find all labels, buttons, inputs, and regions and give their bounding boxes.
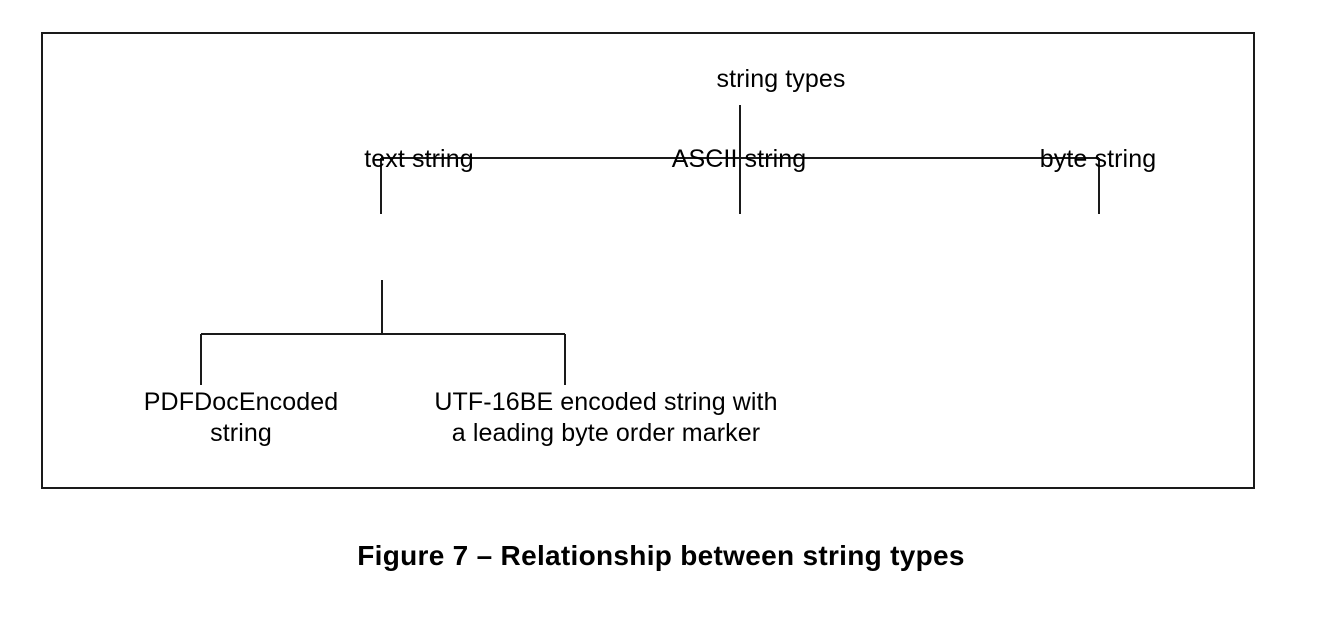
node-string-types: string types [716, 65, 846, 93]
node-utf16be-encoded-string: UTF-16BE encoded string with a leading b… [434, 388, 778, 447]
node-pdfdocencoded-string: PDFDocEncoded string [143, 388, 339, 447]
figure-caption: Figure 7 – Relationship between string t… [357, 540, 965, 571]
diagram-frame: string types text string ASCII string by… [41, 32, 1255, 489]
node-ascii-string: ASCII string [671, 145, 807, 173]
node-byte-string: byte string [1039, 145, 1157, 173]
node-text-string: text string [364, 145, 474, 173]
